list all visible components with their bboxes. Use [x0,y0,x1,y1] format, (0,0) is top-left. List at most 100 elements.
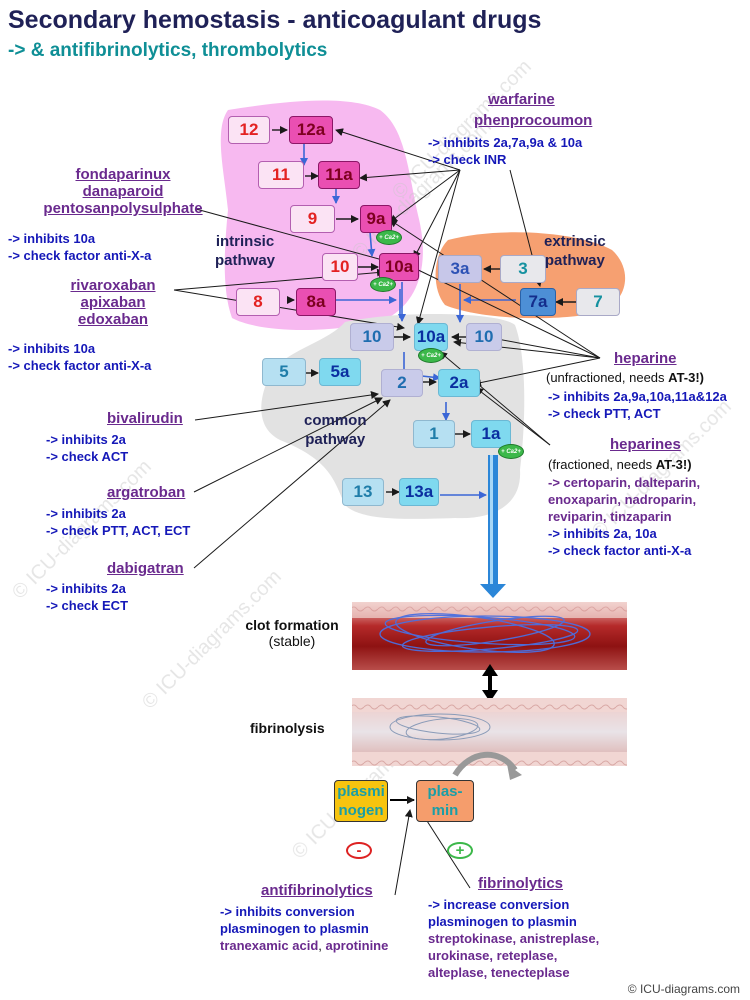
argatroban-name-wrap: argatroban [107,484,185,501]
calcium-badge: + Ca2+ [370,277,396,292]
factor-3: 3 [500,255,546,283]
page-subtitle: -> & antifibrinolytics, thrombolytics [8,40,328,61]
drug-name-phenprocoumon: phenprocoumon [474,112,593,129]
factor-13a: 13a [399,478,439,506]
effect-line: -> check PTT, ACT [548,406,661,421]
effect-line: -> check INR [428,152,507,167]
page-title: Secondary hemostasis - anticoagulant dru… [8,6,542,34]
heparines-drugs: -> certoparin, dalteparin, enoxaparin, n… [548,474,700,559]
factor-10-common: 10 [350,323,394,351]
argatroban-effects: -> inhibits 2a -> check PTT, ACT, ECT [46,505,190,539]
dabigatran-name-wrap: dabigatran [107,560,184,577]
clot-formation-label: clot formation (stable) [245,617,339,649]
drug-name-antifibrinolytics: antifibrinolytics [261,882,373,899]
rivaroxaban-names: rivaroxaban apixaban edoxaban [28,277,198,328]
drug-name-heparine: heparine [614,350,677,367]
bivalirudin-name-wrap: bivalirudin [107,410,183,427]
clot-arrow [480,455,506,598]
factor-1a: 1a [471,420,511,448]
warfarine-names: warfarine [488,91,555,108]
factor-10-extrinsic: 10 [466,323,502,351]
factor-2: 2 [381,369,423,397]
drug-list-line: -> certoparin, dalteparin, [548,475,701,490]
factor-12: 12 [228,116,270,144]
drug-name-pentosanpolysulphate: pentosanpolysulphate [43,200,203,217]
factor-10a-intrinsic: 10a [379,253,419,281]
effect-line: -> check factor anti-X-a [8,248,152,263]
effect-line: -> check factor anti-X-a [8,358,152,373]
antifibrinolytics-effects: -> inhibits conversion plasminogen to pl… [220,903,388,954]
fibrinolysis-label: fibrinolysis [250,720,325,736]
effect-line: -> inhibits 2a [46,506,126,521]
drug-name-warfarine: warfarine [488,91,555,108]
drug-name-edoxaban: edoxaban [77,311,149,328]
effect-line: -> inhibits 10a [8,341,96,356]
factor-8a: 8a [296,288,336,316]
drug-arrows [173,128,601,896]
factor-7a: 7a [520,288,556,316]
heparines-note: (fractioned, needs AT-3!) [548,457,692,472]
factor-9: 9 [290,205,335,233]
phenprocoumon-name-wrap: phenprocoumon [474,112,592,129]
effect-line: -> inhibits 2a [46,581,126,596]
antifibrinolytics-name-wrap: antifibrinolytics [261,882,373,899]
fondaparinux-names: fondaparinux danaparoid pentosanpolysulp… [28,166,218,217]
factor-2a: 2a [438,369,480,397]
effect-line: -> check ECT [46,598,129,613]
fondaparinux-effects: -> inhibits 10a -> check factor anti-X-a [8,230,151,264]
drug-list-line: streptokinase, anistreplase, [428,931,600,946]
drug-name-fibrinolytics: fibrinolytics [478,875,564,892]
factor-3a: 3a [438,255,482,283]
heparine-effects: -> inhibits 2a,9a,10a,11a&12a -> check P… [548,388,727,422]
effect-line: -> inhibits 10a [8,231,96,246]
rivaroxaban-effects: -> inhibits 10a -> check factor anti-X-a [8,340,151,374]
factor-12a: 12a [289,116,333,144]
minus-sign: - [346,842,372,859]
effect-line: -> increase conversion [428,897,570,912]
plus-sign: + [447,842,473,859]
effect-line: plasminogen to plasmin [428,914,577,929]
factor-11: 11 [258,161,304,189]
calcium-badge: + Ca2+ [376,230,402,245]
fibrinolysis-image [352,698,627,780]
antifibrinolytic-drugs: tranexamic acid, aprotinine [220,938,389,953]
warfarine-effects: -> inhibits 2a,7a,9a & 10a -> check INR [428,134,582,168]
factor-5: 5 [262,358,306,386]
activation-arrows [272,126,576,496]
drug-name-apixaban: apixaban [80,294,146,311]
svg-text:© ICU-diagrams.com: © ICU-diagrams.com [388,56,536,204]
heparine-name-wrap: heparine [614,350,677,367]
drug-name-heparines: heparines [610,436,681,453]
calcium-badge: + Ca2+ [418,348,444,363]
dabigatran-effects: -> inhibits 2a -> check ECT [46,580,128,614]
cascade-arrows [300,144,516,499]
heparines-name-wrap: heparines [610,436,681,453]
effect-line: -> inhibits conversion [220,904,355,919]
effect-line: -> check PTT, ACT, ECT [46,523,191,538]
factor-11a: 11a [318,161,360,189]
drug-list-line: enoxaparin, nadroparin, [548,492,697,507]
effect-line: -> inhibits 2a,7a,9a & 10a [428,135,583,150]
effect-line: -> inhibits 2a [46,432,126,447]
drug-name-danaparoid: danaparoid [82,183,164,200]
drug-name-fondaparinux: fondaparinux [75,166,171,183]
factor-10a-common: 10a [414,323,448,351]
drug-list-line: urokinase, reteplase, [428,948,558,963]
drug-list-line: reviparin, tinzaparin [548,509,672,524]
factor-13: 13 [342,478,384,506]
drug-name-argatroban: argatroban [107,484,186,501]
factor-9a: 9a [360,205,392,233]
drug-name-rivaroxaban: rivaroxaban [70,277,156,294]
factor-8: 8 [236,288,280,316]
clot-image [352,602,627,670]
effect-line: -> inhibits 2a,9a,10a,11a&12a [548,389,727,404]
heparine-note: (unfractioned, needs AT-3!) [546,370,705,385]
fibrinolytics-name-wrap: fibrinolytics [478,875,563,892]
drug-name-bivalirudin: bivalirudin [107,410,183,427]
effect-line: -> inhibits 2a, 10a [548,526,657,541]
effect-line: -> check factor anti-X-a [548,543,692,558]
